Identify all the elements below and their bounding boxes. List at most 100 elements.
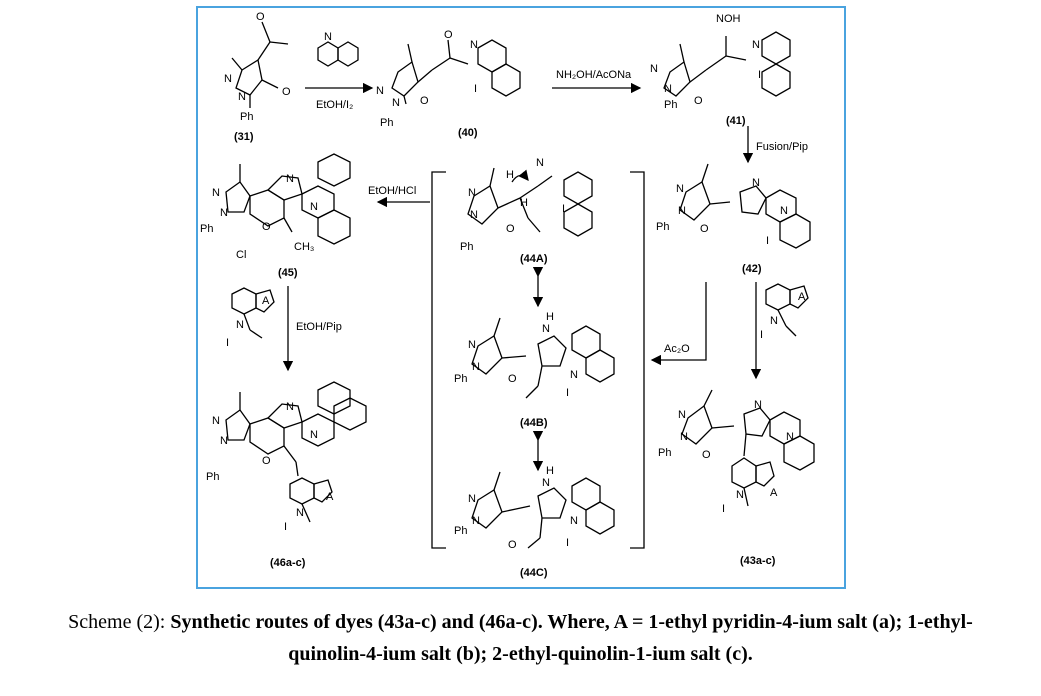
compound-41-structure bbox=[663, 31, 791, 97]
compound-42-ph: Ph bbox=[656, 221, 669, 233]
compound-46-n4: N bbox=[310, 429, 318, 441]
compound-44b-nplus: N bbox=[570, 369, 578, 381]
compound-45-o: O bbox=[262, 221, 271, 233]
caption-bold-2: quinolin-4-ium salt (b); 2-ethyl-quinoli… bbox=[288, 643, 753, 665]
compound-44b-n3: N bbox=[542, 323, 550, 335]
compound-44b-label: (44B) bbox=[520, 417, 548, 429]
compound-43-nplus: N bbox=[786, 431, 794, 443]
quinoline-reagent-icon bbox=[317, 41, 359, 67]
compound-46-ph: Ph bbox=[206, 471, 219, 483]
compound-46-n5: N bbox=[296, 507, 304, 519]
compound-43-n4: N bbox=[736, 489, 744, 501]
compound-43-o: O bbox=[702, 449, 711, 461]
compound-44c-nplus: N bbox=[570, 515, 578, 527]
compound-44c-h: H bbox=[546, 465, 554, 477]
compound-40-iodide: I bbox=[474, 83, 477, 95]
reagent-oxime: NH₂OH/AcONa bbox=[556, 69, 632, 81]
compound-46-n2: N bbox=[220, 435, 228, 447]
reagent-ac2o: Ac₂O bbox=[664, 343, 690, 355]
compound-41-o: O bbox=[694, 95, 703, 107]
compound-44a-label: (44A) bbox=[520, 253, 548, 265]
compound-44a-o: O bbox=[506, 223, 515, 235]
compound-44b-n2: N bbox=[472, 361, 480, 373]
compound-40-label: (40) bbox=[458, 127, 478, 139]
compound-45-ph: Ph bbox=[200, 223, 213, 235]
reagent-right-iodide: I bbox=[760, 329, 763, 341]
bracket-right bbox=[630, 171, 645, 549]
compound-43-n1: N bbox=[678, 409, 686, 421]
compound-40-n2: N bbox=[392, 97, 400, 109]
compound-43-ph: Ph bbox=[658, 447, 671, 459]
compound-42-n2: N bbox=[678, 205, 686, 217]
compound-44a-n2: N bbox=[470, 209, 478, 221]
compound-44c-ph: Ph bbox=[454, 525, 467, 537]
compound-41-iodide: I bbox=[758, 69, 761, 81]
reagent-quinoline-conditions: EtOH/I₂ bbox=[316, 99, 353, 111]
reagent-a-salt-icon-left bbox=[231, 287, 275, 339]
compound-45-chloride: Cl bbox=[236, 249, 246, 261]
compound-42-n3: N bbox=[752, 177, 760, 189]
compound-43-label: (43a-c) bbox=[740, 555, 776, 567]
compound-42-label: (42) bbox=[742, 263, 762, 275]
reagent-right-n: N bbox=[770, 315, 778, 327]
compound-41-n2: N bbox=[664, 83, 672, 95]
compound-44c-o: O bbox=[508, 539, 517, 551]
compound-31-structure bbox=[231, 21, 289, 108]
compound-44c-iodide: I bbox=[566, 537, 569, 549]
compound-44a-structure bbox=[467, 167, 593, 237]
compound-46-o: O bbox=[262, 455, 271, 467]
compound-44b-ph: Ph bbox=[454, 373, 467, 385]
compound-42-structure bbox=[679, 163, 811, 249]
compound-44a-iodide: I bbox=[562, 203, 565, 215]
compound-43-n3: N bbox=[754, 399, 762, 411]
compound-44a-h2: H bbox=[520, 197, 528, 209]
compound-31-ph: Ph bbox=[240, 111, 253, 123]
reagent-base: EtOH/Pip bbox=[296, 321, 342, 333]
compound-44b-h: H bbox=[546, 311, 554, 323]
compound-46-structure bbox=[225, 381, 367, 523]
compound-46-a: A bbox=[326, 491, 334, 503]
reagent-right-a: A bbox=[798, 291, 806, 303]
compound-44b-o: O bbox=[508, 373, 517, 385]
scheme-frame bbox=[196, 6, 846, 589]
compound-44c-n2: N bbox=[472, 515, 480, 527]
compound-45-n3: N bbox=[286, 173, 294, 185]
compound-41-n1: N bbox=[650, 63, 658, 75]
reagent-acid: EtOH/HCl bbox=[368, 185, 416, 197]
compound-45-label: (45) bbox=[278, 267, 298, 279]
compound-40-o1: O bbox=[444, 29, 453, 41]
compound-31-n2: N bbox=[238, 91, 246, 103]
bracket-left bbox=[431, 171, 446, 549]
arrow-42-to-44 bbox=[650, 282, 707, 366]
quinoline-n-atom: N bbox=[324, 31, 332, 43]
compound-44c-n1: N bbox=[468, 493, 476, 505]
caption-bold-1: Synthetic routes of dyes (43a-c) and (46… bbox=[170, 611, 973, 633]
compound-40-ph: Ph bbox=[380, 117, 393, 129]
reagent-left-n: N bbox=[236, 319, 244, 331]
compound-45-n1: N bbox=[212, 187, 220, 199]
reagent-a-salt-icon-right bbox=[765, 283, 809, 337]
compound-45-ch3: CH₃ bbox=[294, 241, 314, 253]
compound-45-n4: N bbox=[310, 201, 318, 213]
scheme-caption: Scheme (2): Synthetic routes of dyes (43… bbox=[0, 606, 1041, 670]
compound-44b-structure bbox=[471, 317, 615, 399]
caption-line-1: Scheme (2): Synthetic routes of dyes (43… bbox=[0, 606, 1041, 638]
compound-31-label: (31) bbox=[234, 131, 254, 143]
compound-41-nplus: N bbox=[752, 39, 760, 51]
compound-46-n1: N bbox=[212, 415, 220, 427]
compound-43-n2: N bbox=[680, 431, 688, 443]
compound-44c-structure bbox=[471, 471, 615, 549]
compound-42-nplus: N bbox=[780, 205, 788, 217]
reagent-fusion: Fusion/Pip bbox=[756, 141, 808, 153]
compound-44a-h1: H bbox=[506, 169, 514, 181]
caption-line-2: quinolin-4-ium salt (b); 2-ethyl-quinoli… bbox=[0, 638, 1041, 670]
compound-43-iodide: I bbox=[722, 503, 725, 515]
compound-45-n2: N bbox=[220, 207, 228, 219]
compound-41-noh: NOH bbox=[716, 13, 741, 25]
compound-40-nplus: N bbox=[470, 39, 478, 51]
compound-45-structure bbox=[225, 153, 351, 245]
reagent-left-iodide: I bbox=[226, 337, 229, 349]
compound-43-a: A bbox=[770, 487, 778, 499]
compound-40-structure bbox=[391, 39, 521, 105]
compound-46-iodide: I bbox=[284, 521, 287, 533]
